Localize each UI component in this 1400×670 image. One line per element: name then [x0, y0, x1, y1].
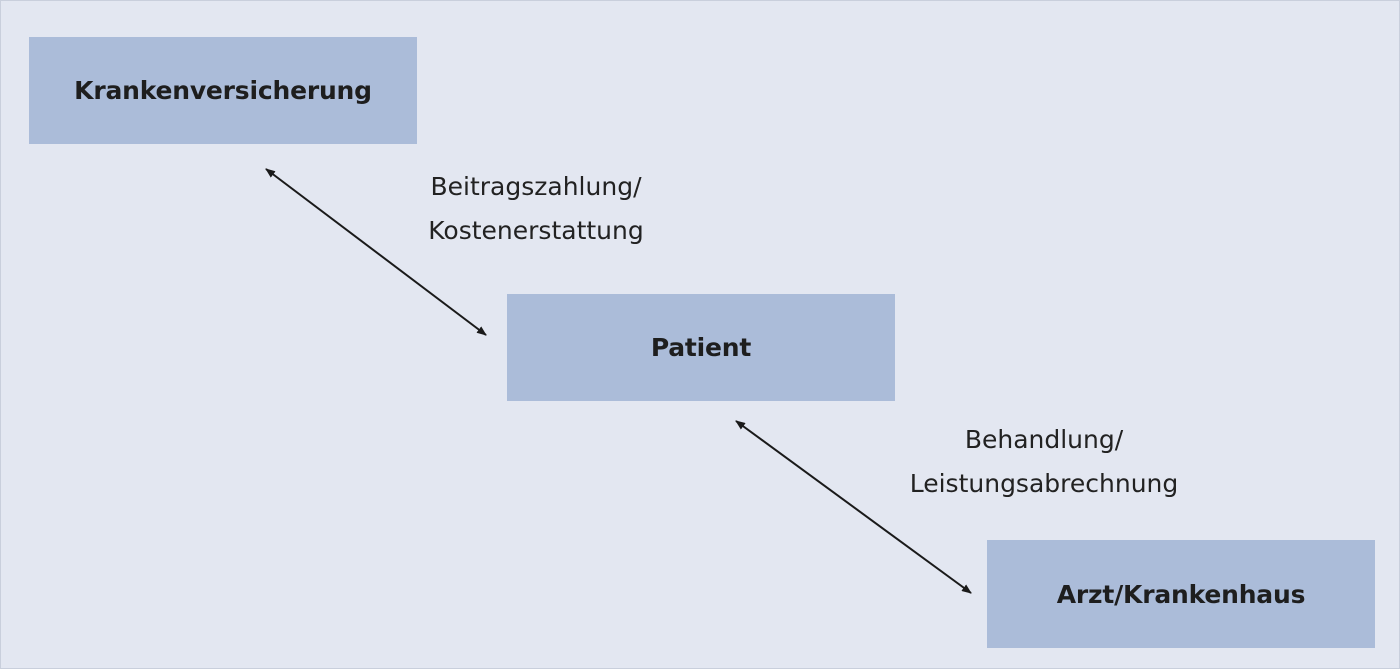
edge-label-patient-doctor-line1: Behandlung/: [964, 425, 1124, 454]
node-krankenversicherung: Krankenversicherung: [29, 37, 417, 144]
edge-label-insurance-patient-line2: Kostenerstattung: [428, 216, 644, 245]
node-arzt-krankenhaus-label: Arzt/Krankenhaus: [1056, 579, 1306, 609]
node-patient: Patient: [507, 294, 895, 401]
edge-label-insurance-patient-line1: Beitragszahlung/: [430, 172, 642, 201]
edge-label-patient-doctor: Behandlung/ Leistungsabrechnung: [869, 418, 1219, 506]
node-patient-label: Patient: [650, 333, 752, 362]
edge-label-insurance-patient: Beitragszahlung/ Kostenerstattung: [381, 165, 691, 253]
node-arzt-krankenhaus: Arzt/Krankenhaus: [987, 540, 1375, 648]
edge-label-patient-doctor-line2: Leistungsabrechnung: [909, 469, 1179, 498]
node-krankenversicherung-label: Krankenversicherung: [74, 76, 372, 105]
